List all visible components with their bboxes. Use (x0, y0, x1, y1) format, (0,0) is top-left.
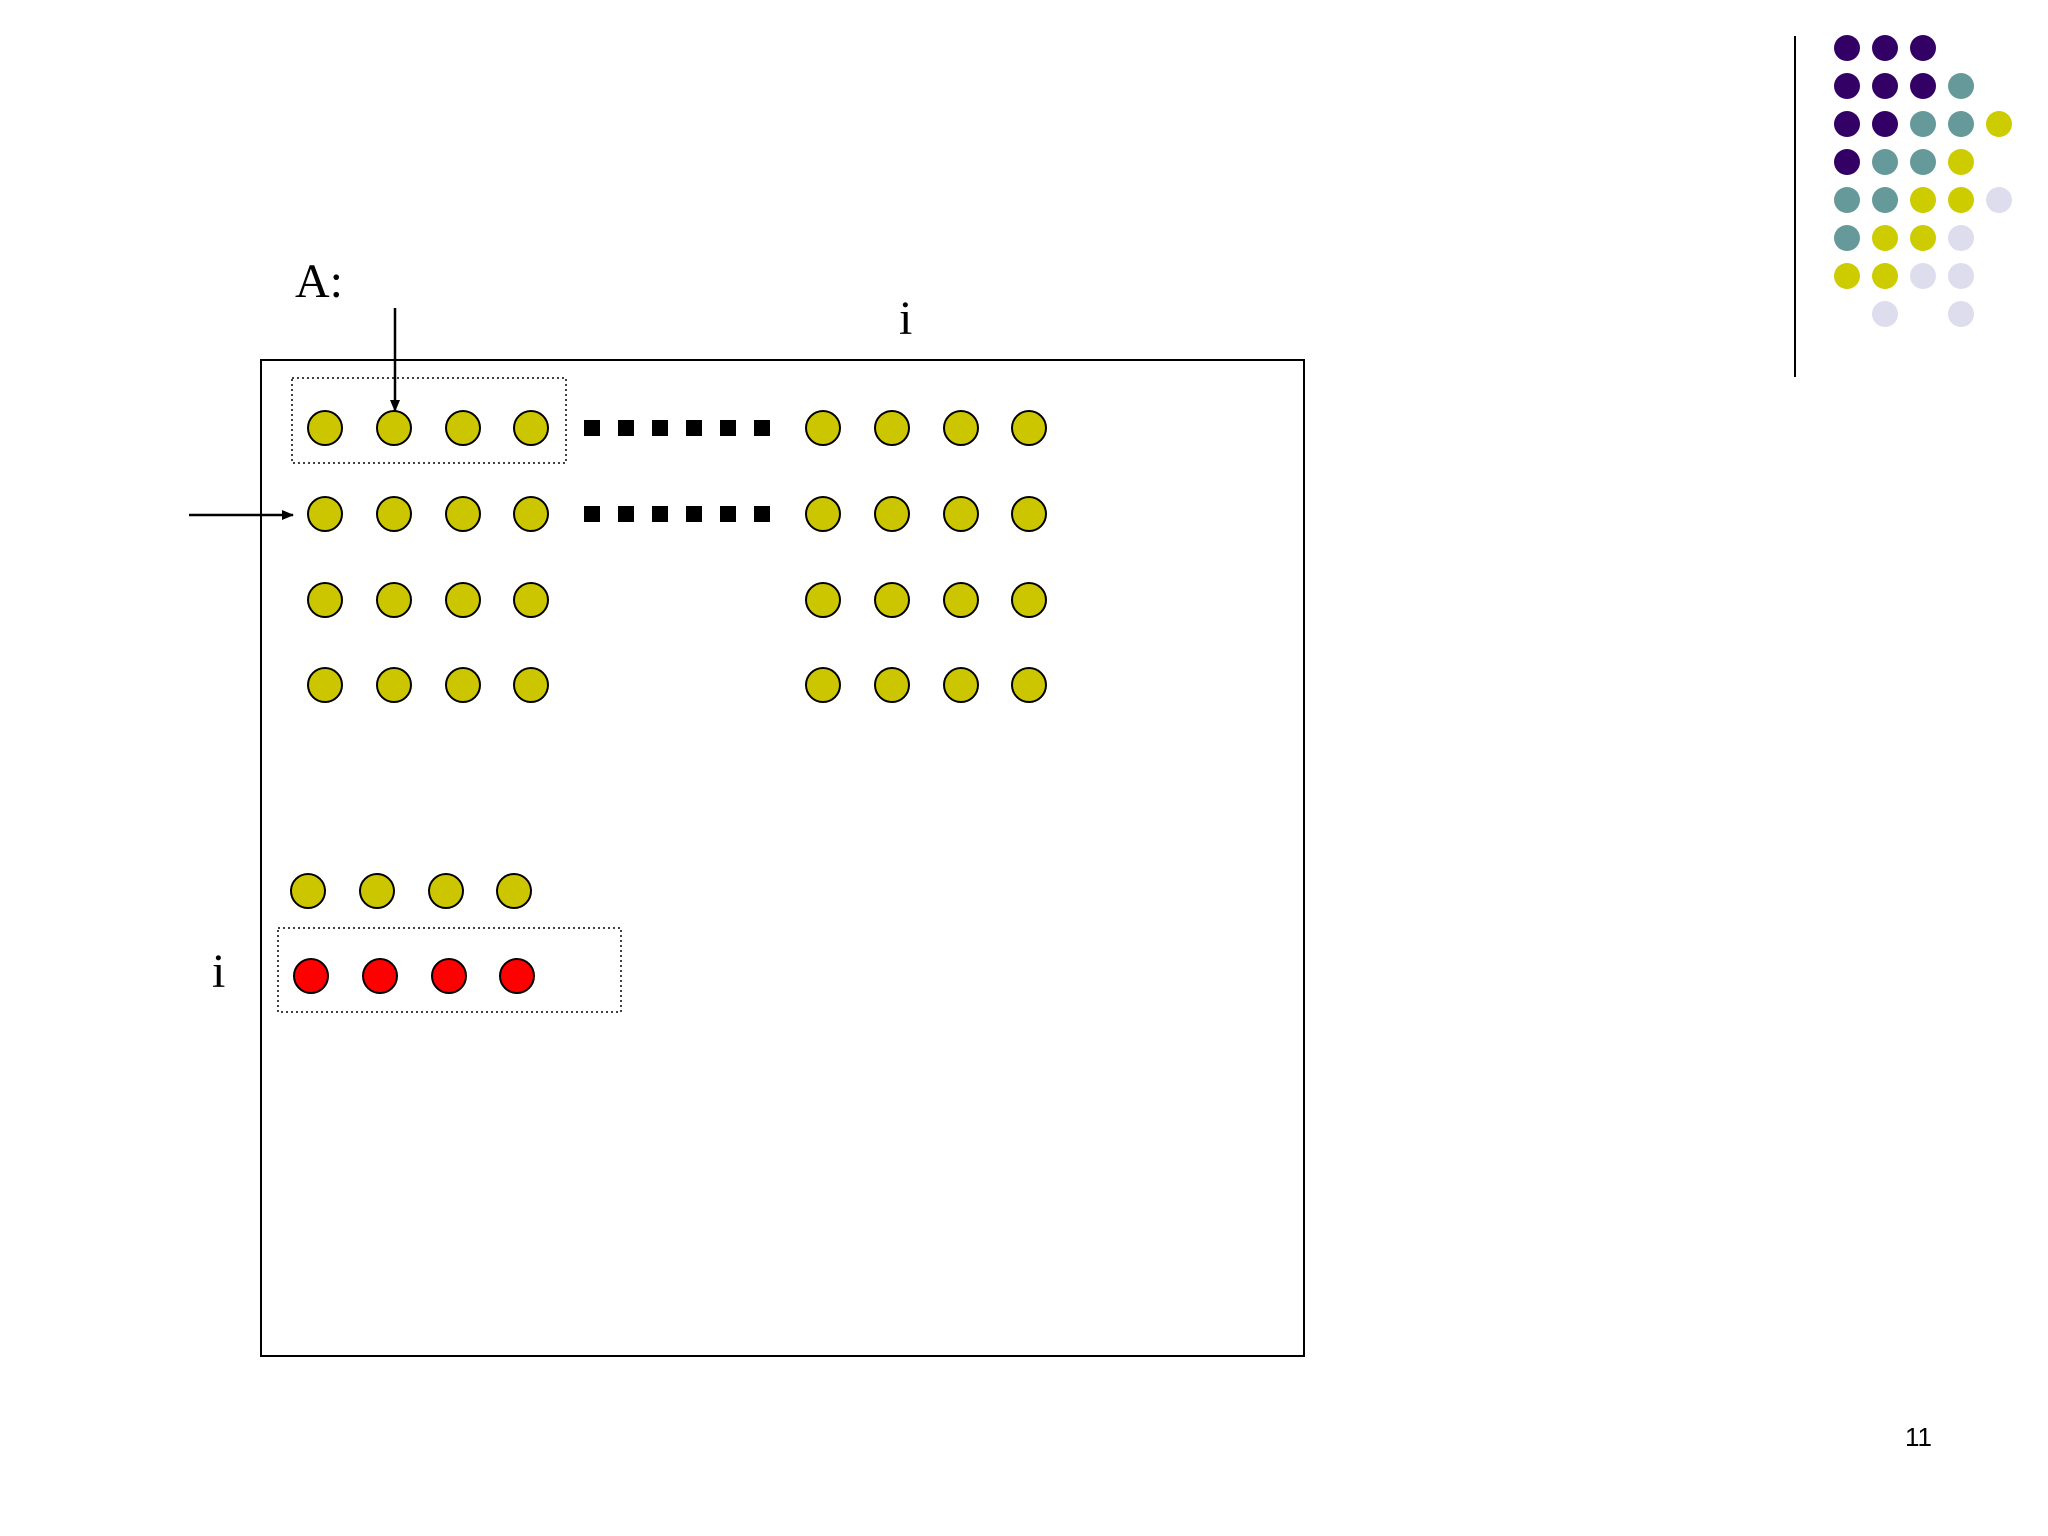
matrix-element-dot (943, 582, 979, 618)
ellipsis-square (686, 506, 702, 522)
ellipsis-square (584, 506, 600, 522)
index-label-top: i (899, 292, 913, 345)
decor-dot (1872, 301, 1898, 327)
matrix-element-dot (1011, 582, 1047, 618)
decor-dot (1910, 73, 1936, 99)
matrix-element-dot (874, 496, 910, 532)
matrix-element-dot (513, 667, 549, 703)
ellipsis-square (720, 420, 736, 436)
decor-dot (1948, 149, 1974, 175)
matrix-element-dot (874, 410, 910, 446)
matrix-element-dot (445, 496, 481, 532)
decor-dot (1910, 263, 1936, 289)
ellipsis-square (584, 420, 600, 436)
vector-red-dot (431, 958, 467, 994)
matrix-element-dot (943, 667, 979, 703)
matrix-element-dot (445, 582, 481, 618)
vector-highlight-box (277, 927, 622, 1013)
ellipsis-square (686, 420, 702, 436)
decor-dot (1986, 111, 2012, 137)
decor-dot (1948, 225, 1974, 251)
decor-dot (1872, 111, 1898, 137)
decor-dot (1948, 187, 1974, 213)
matrix-element-dot (376, 582, 412, 618)
matrix-element-dot (805, 496, 841, 532)
decor-dot (1948, 263, 1974, 289)
vector-red-dot (499, 958, 535, 994)
matrix-element-dot (805, 667, 841, 703)
decor-dot (1910, 35, 1936, 61)
decor-dot (1834, 225, 1860, 251)
matrix-element-dot (513, 582, 549, 618)
decor-dot (1872, 35, 1898, 61)
decor-dot (1834, 263, 1860, 289)
decor-dot (1834, 35, 1860, 61)
decor-dot (1910, 225, 1936, 251)
matrix-element-dot (513, 410, 549, 446)
decor-dot (1872, 73, 1898, 99)
matrix-element-dot (307, 582, 343, 618)
decor-dot (1910, 149, 1936, 175)
decor-dot (1910, 111, 1936, 137)
ellipsis-square (754, 506, 770, 522)
ellipsis-square (618, 420, 634, 436)
matrix-element-dot (376, 496, 412, 532)
matrix-element-dot (376, 410, 412, 446)
ellipsis-square (618, 506, 634, 522)
row-highlight-box (291, 377, 567, 464)
matrix-element-dot (874, 582, 910, 618)
matrix-label: A: (295, 255, 343, 308)
vector-dots (290, 873, 535, 994)
decor-dot (1872, 149, 1898, 175)
matrix-frame (260, 359, 1305, 1357)
decor-dot (1872, 225, 1898, 251)
decor-dot (1910, 187, 1936, 213)
matrix-element-dot (513, 496, 549, 532)
matrix-dots (307, 410, 1047, 703)
vector-red-dot (293, 958, 329, 994)
matrix-element-dot (805, 410, 841, 446)
matrix-element-dot (307, 410, 343, 446)
vector-yellow-dot (496, 873, 532, 909)
vector-yellow-dot (359, 873, 395, 909)
decor-dot (1834, 187, 1860, 213)
ellipsis-square (720, 506, 736, 522)
matrix-element-dot (943, 496, 979, 532)
matrix-element-dot (1011, 496, 1047, 532)
matrix-element-dot (376, 667, 412, 703)
matrix-element-dot (445, 410, 481, 446)
matrix-element-dot (1011, 667, 1047, 703)
matrix-element-dot (874, 667, 910, 703)
matrix-element-dot (943, 410, 979, 446)
ellipsis-square (652, 420, 668, 436)
decor-dot (1948, 111, 1974, 137)
matrix-element-dot (307, 496, 343, 532)
ellipsis-square (652, 506, 668, 522)
ellipsis-square (754, 420, 770, 436)
vector-yellow-dot (290, 873, 326, 909)
ellipsis-squares (584, 420, 770, 522)
decor-dot (1986, 187, 2012, 213)
decor-dot (1948, 73, 1974, 99)
vector-yellow-dot (428, 873, 464, 909)
decor-dot (1834, 111, 1860, 137)
decor-dot-grid (1834, 35, 2012, 327)
page-number: 11 (1905, 1422, 1932, 1452)
index-label-left: i (212, 945, 226, 998)
matrix-element-dot (1011, 410, 1047, 446)
matrix-element-dot (805, 582, 841, 618)
matrix-element-dot (307, 667, 343, 703)
decor-dot (1834, 73, 1860, 99)
vector-red-dot (362, 958, 398, 994)
decor-dot (1948, 301, 1974, 327)
decor-dot (1872, 187, 1898, 213)
matrix-element-dot (445, 667, 481, 703)
decor-dot (1872, 263, 1898, 289)
decor-dot (1834, 149, 1860, 175)
